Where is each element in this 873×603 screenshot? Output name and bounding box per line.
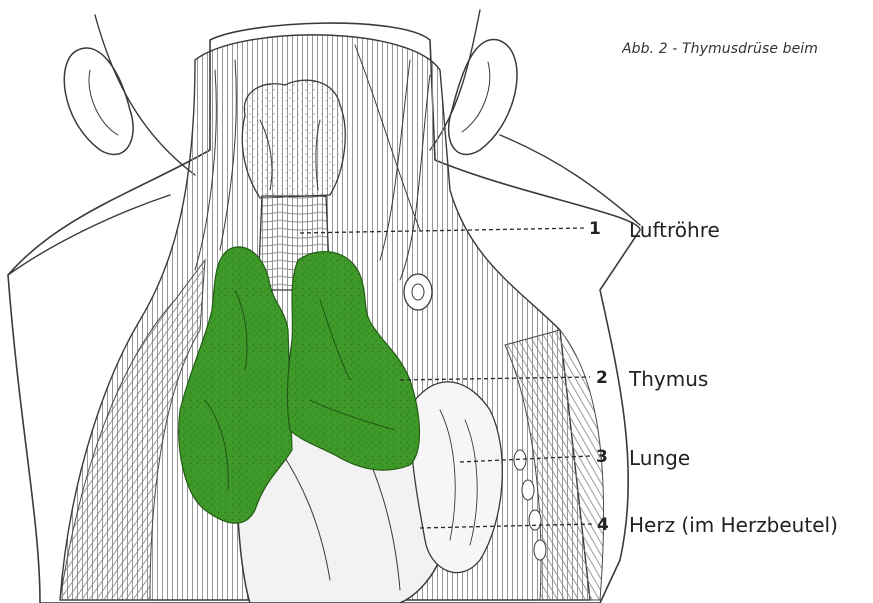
callout-number-3: 3 (596, 447, 608, 467)
callout-number-1: 1 (589, 219, 601, 239)
figure-caption: Abb. 2 - Thymusdrüse beim (622, 41, 873, 65)
callout-number-4: 4 (597, 515, 609, 535)
callout-label-trachea: Luftröhre (629, 215, 720, 245)
callout-label-heart: Herz (im Herzbeutel) (629, 510, 838, 540)
callout-label-lung: Lunge (629, 443, 690, 473)
larynx (242, 80, 345, 198)
callout-label-thymus: Thymus (629, 364, 708, 394)
callout-number-2: 2 (596, 368, 608, 388)
